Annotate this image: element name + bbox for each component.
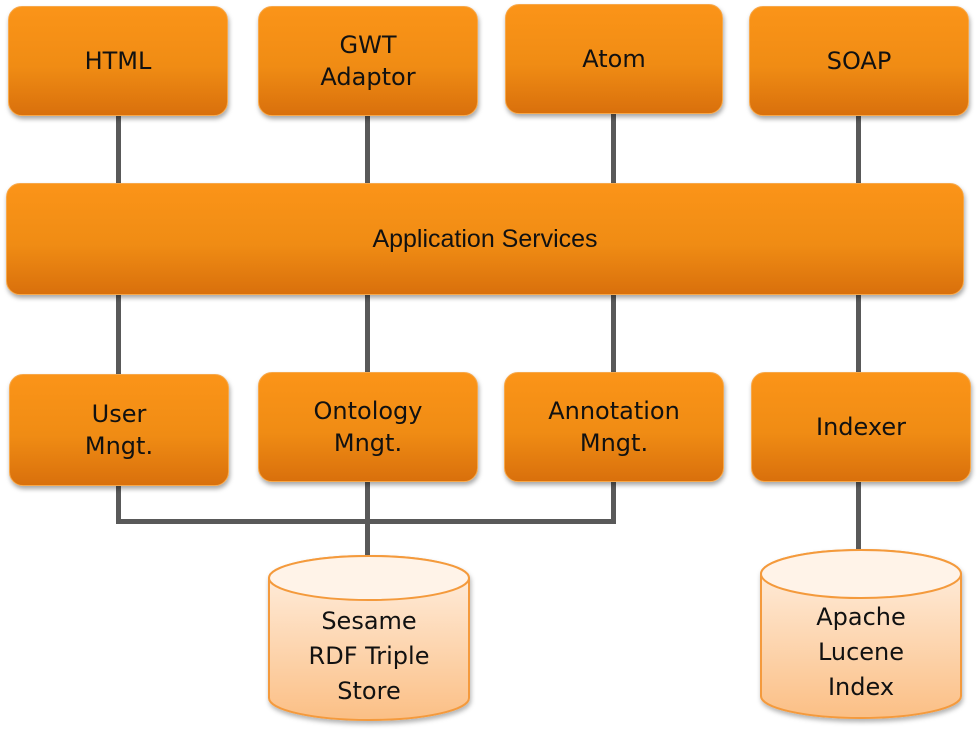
connector-user-down: [116, 484, 121, 524]
user-mngt-box[interactable]: User Mngt.: [9, 374, 229, 486]
gwt-adaptor-box[interactable]: GWT Adaptor: [258, 6, 478, 116]
connector-services-indexer: [856, 292, 861, 376]
application-services-box[interactable]: Application Services: [6, 183, 964, 295]
sesame-store-label: Sesame RDF Triple Store: [308, 607, 430, 705]
connector-annotation-down: [611, 482, 616, 524]
connector-html-services: [116, 114, 121, 186]
ontology-mngt-box[interactable]: Ontology Mngt.: [258, 372, 478, 482]
database-icon: [760, 549, 962, 719]
soap-box[interactable]: SOAP: [749, 6, 969, 116]
html-box[interactable]: HTML: [8, 6, 228, 116]
connector-services-ontology: [365, 292, 370, 376]
atom-box[interactable]: Atom: [505, 4, 723, 114]
lucene-index-cylinder[interactable]: Apache Lucene Index: [760, 549, 962, 722]
sesame-store-cylinder[interactable]: Sesame RDF Triple Store: [268, 555, 470, 726]
indexer-box[interactable]: Indexer: [751, 372, 971, 482]
annotation-mngt-box[interactable]: Annotation Mngt.: [504, 372, 724, 482]
connector-services-user: [116, 292, 121, 376]
lucene-index-label: Apache Lucene Index: [816, 603, 906, 701]
connector-gwt-services: [365, 114, 370, 186]
database-icon: [268, 555, 470, 721]
connector-soap-services: [856, 114, 861, 186]
connector-atom-services: [611, 114, 616, 186]
connector-store-bus: [116, 519, 616, 524]
connector-services-annotation: [611, 292, 616, 376]
connector-indexer-lucene: [856, 482, 861, 556]
